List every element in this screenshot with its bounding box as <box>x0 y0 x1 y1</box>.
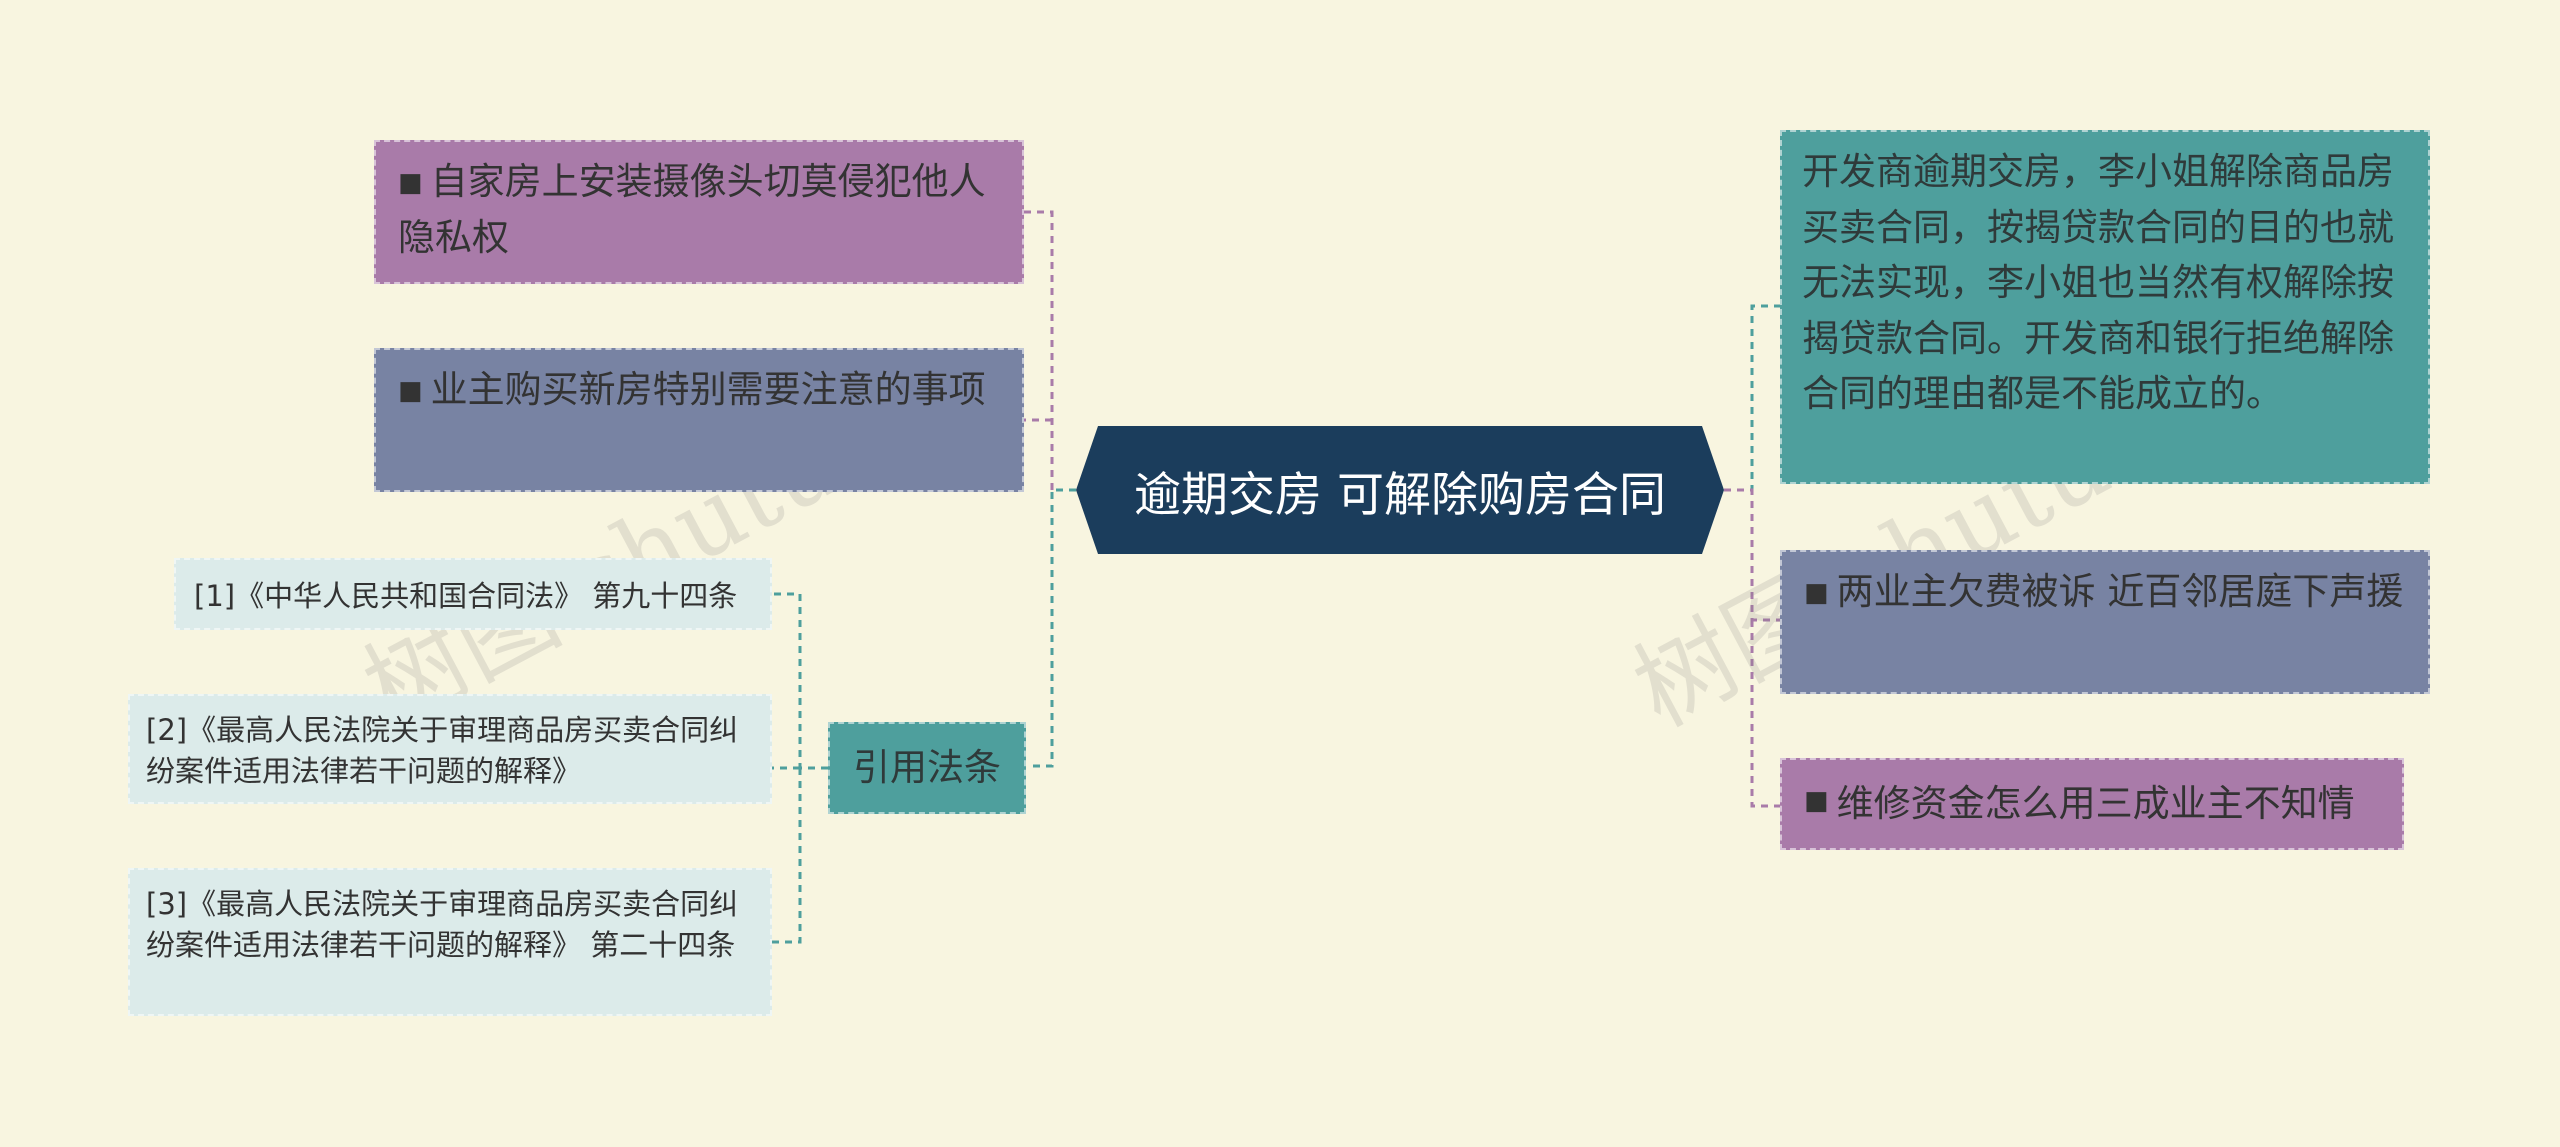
bullet-icon: ■ <box>1804 785 1829 816</box>
citation-item-label: [3]《最高人民法院关于审理商品房买卖合同纠纷案件适用法律若干问题的解释》 第二… <box>146 887 739 962</box>
left-topic-new-house[interactable]: ■业主购买新房特别需要注意的事项 <box>374 348 1024 492</box>
left-topic-privacy[interactable]: ■自家房上安装摄像头切莫侵犯他人隐私权 <box>374 140 1024 284</box>
right-topic-label: 维修资金怎么用三成业主不知情 <box>1836 782 2355 826</box>
left-topic-label: 自家房上安装摄像头切莫侵犯他人隐私权 <box>398 160 986 259</box>
citation-item-2[interactable]: [2]《最高人民法院关于审理商品房买卖合同纠纷案件适用法律若干问题的解释》 <box>128 694 772 804</box>
connector-left-trunk <box>1030 488 1076 768</box>
left-topic-label: 业主购买新房特别需要注意的事项 <box>430 368 986 411</box>
root-topic-label: 逾期交房 可解除购房合同 <box>1134 467 1666 523</box>
right-topic-maintenance-fund[interactable]: ■维修资金怎么用三成业主不知情 <box>1780 758 2404 850</box>
citation-item-1[interactable]: [1]《中华人民共和国合同法》 第九十四条 <box>174 558 772 630</box>
citation-item-label: [1]《中华人民共和国合同法》 第九十四条 <box>194 579 738 613</box>
connector-right-purple <box>1724 488 1780 808</box>
connector-left-purple <box>1024 210 1054 490</box>
bullet-icon: ■ <box>1804 578 1829 608</box>
connector-citation <box>772 592 828 944</box>
right-topic-summary[interactable]: 开发商逾期交房，李小姐解除商品房买卖合同，按揭贷款合同的目的也就无法实现，李小姐… <box>1780 130 2430 484</box>
root-topic[interactable]: 逾期交房 可解除购房合同 <box>1076 426 1724 554</box>
right-topic-owners-sued[interactable]: ■两业主欠费被诉 近百邻居庭下声援 <box>1780 550 2430 694</box>
bullet-icon: ■ <box>398 168 423 198</box>
right-topic-label: 两业主欠费被诉 近百邻居庭下声援 <box>1836 570 2404 613</box>
connector-right-teal <box>1724 304 1780 492</box>
citation-topic-label: 引用法条 <box>853 746 1001 790</box>
citation-item-label: [2]《最高人民法院关于审理商品房买卖合同纠纷案件适用法律若干问题的解释》 <box>146 713 739 788</box>
citation-topic[interactable]: 引用法条 <box>828 722 1026 814</box>
citation-item-3[interactable]: [3]《最高人民法院关于审理商品房买卖合同纠纷案件适用法律若干问题的解释》 第二… <box>128 868 772 1016</box>
right-topic-label: 开发商逾期交房，李小姐解除商品房买卖合同，按揭贷款合同的目的也就无法实现，李小姐… <box>1802 150 2394 415</box>
bullet-icon: ■ <box>398 376 423 406</box>
